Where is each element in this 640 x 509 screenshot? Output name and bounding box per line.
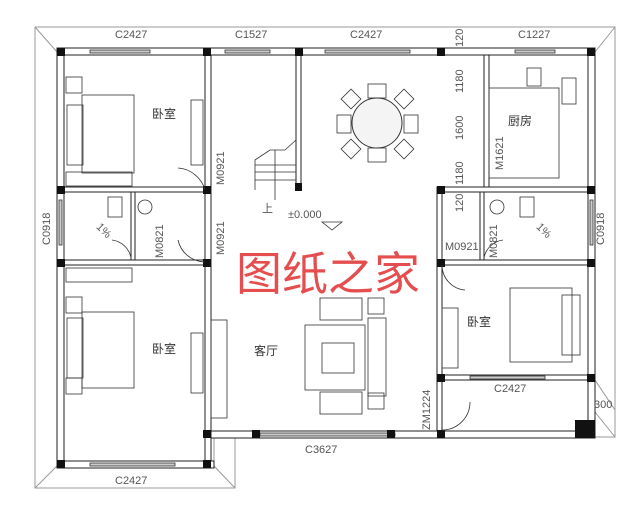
sofa-set bbox=[304, 297, 387, 415]
door-label: M0921 bbox=[445, 241, 479, 253]
kitchen-counter bbox=[488, 67, 577, 179]
door-swings bbox=[111, 167, 504, 431]
window-label: C2427 bbox=[115, 29, 147, 41]
tv-cabinet bbox=[190, 99, 228, 419]
room-label-bedroom: 卧室 bbox=[152, 341, 176, 356]
dimension-label: 300 bbox=[594, 399, 612, 411]
door-label: M0921 bbox=[215, 151, 227, 185]
room-labels: 卧室 卧室 卧室 厨房 客厅 1% 1% ±0.000 上 bbox=[94, 106, 554, 358]
dimension-label: 1180 bbox=[454, 161, 466, 185]
dining-table bbox=[336, 83, 419, 163]
elevation-label: ±0.000 bbox=[288, 209, 322, 221]
room-label-living: 客厅 bbox=[254, 343, 278, 358]
bed-bottom-left bbox=[65, 267, 204, 395]
room-label-kitchen: 厨房 bbox=[508, 113, 532, 128]
room-label-bedroom: 卧室 bbox=[152, 106, 176, 121]
columns bbox=[57, 48, 595, 468]
watermark: 图纸之家 bbox=[236, 247, 420, 301]
window-label: C2427 bbox=[350, 29, 382, 41]
window-label: C2427 bbox=[115, 475, 147, 487]
dimension-label: 1180 bbox=[454, 69, 466, 93]
door-labels: M0921 M0921 M0821 M0821 M0921 M1621 ZM12… bbox=[154, 136, 506, 430]
room-label-bedroom: 卧室 bbox=[467, 314, 491, 329]
door-label: M0821 bbox=[154, 224, 166, 258]
window-label: C2427 bbox=[494, 383, 526, 395]
dimension-label: 120 bbox=[454, 194, 466, 212]
bath-fixtures bbox=[107, 196, 535, 218]
door-label: M0821 bbox=[488, 224, 500, 258]
stair-up-label: 上 bbox=[262, 202, 273, 215]
bed-right bbox=[441, 287, 581, 369]
door-label: M1621 bbox=[494, 136, 506, 170]
dimension-label: 120 bbox=[454, 29, 466, 47]
dimension-label: 1600 bbox=[454, 116, 466, 140]
door-label: M0921 bbox=[215, 221, 227, 255]
window-label: C0918 bbox=[595, 213, 607, 245]
door-label: ZM1224 bbox=[421, 390, 433, 430]
bed-top-left bbox=[65, 76, 135, 187]
slope-label: 1% bbox=[94, 221, 114, 241]
window-labels: C2427 C1527 C2427 C1227 C0918 C0918 C242… bbox=[41, 29, 607, 487]
staircase bbox=[254, 139, 297, 200]
window-label: C0918 bbox=[41, 213, 53, 245]
window-label: C1527 bbox=[235, 29, 267, 41]
window-label: C1227 bbox=[518, 29, 550, 41]
elevation-marker bbox=[320, 221, 344, 231]
slope-label: 1% bbox=[534, 221, 554, 241]
window-label: C3627 bbox=[305, 444, 337, 456]
dimension-labels: 120 1180 1600 1180 120 300 bbox=[454, 29, 612, 411]
